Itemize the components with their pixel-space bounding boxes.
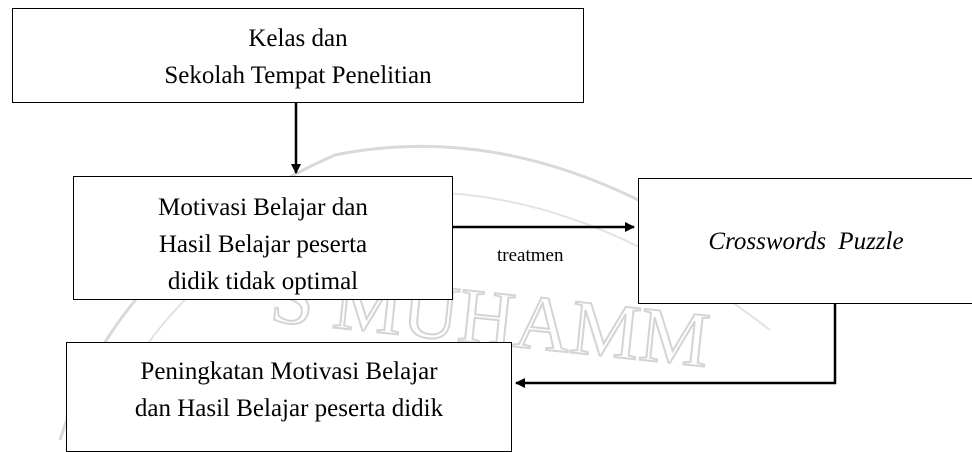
box-peningkatan: Peningkatan Motivasi Belajar dan Hasil B… [66,342,512,452]
box-line: Motivasi Belajar dan [158,194,368,221]
box-line: Hasil Belajar peserta [158,231,368,258]
box-kelas-sekolah: Kelas dan Sekolah Tempat Penelitian [12,8,584,103]
box-crosswords-puzzle: Crosswords Puzzle [638,178,972,304]
box-line: Peningkatan Motivasi Belajar [140,358,438,385]
box-line: dan Hasil Belajar peserta didik [134,395,444,422]
box-motivasi-hasil: Motivasi Belajar dan Hasil Belajar peser… [73,176,453,300]
box-line: Crosswords Puzzle [708,228,904,255]
box-line: didik tidak optimal [167,268,359,295]
edge-label-treatmen: treatmen [497,245,564,266]
box-line: Sekolah Tempat Penelitian [164,62,432,89]
box-line: Kelas dan [248,25,348,52]
arrow-right-to-bottom [515,304,837,388]
